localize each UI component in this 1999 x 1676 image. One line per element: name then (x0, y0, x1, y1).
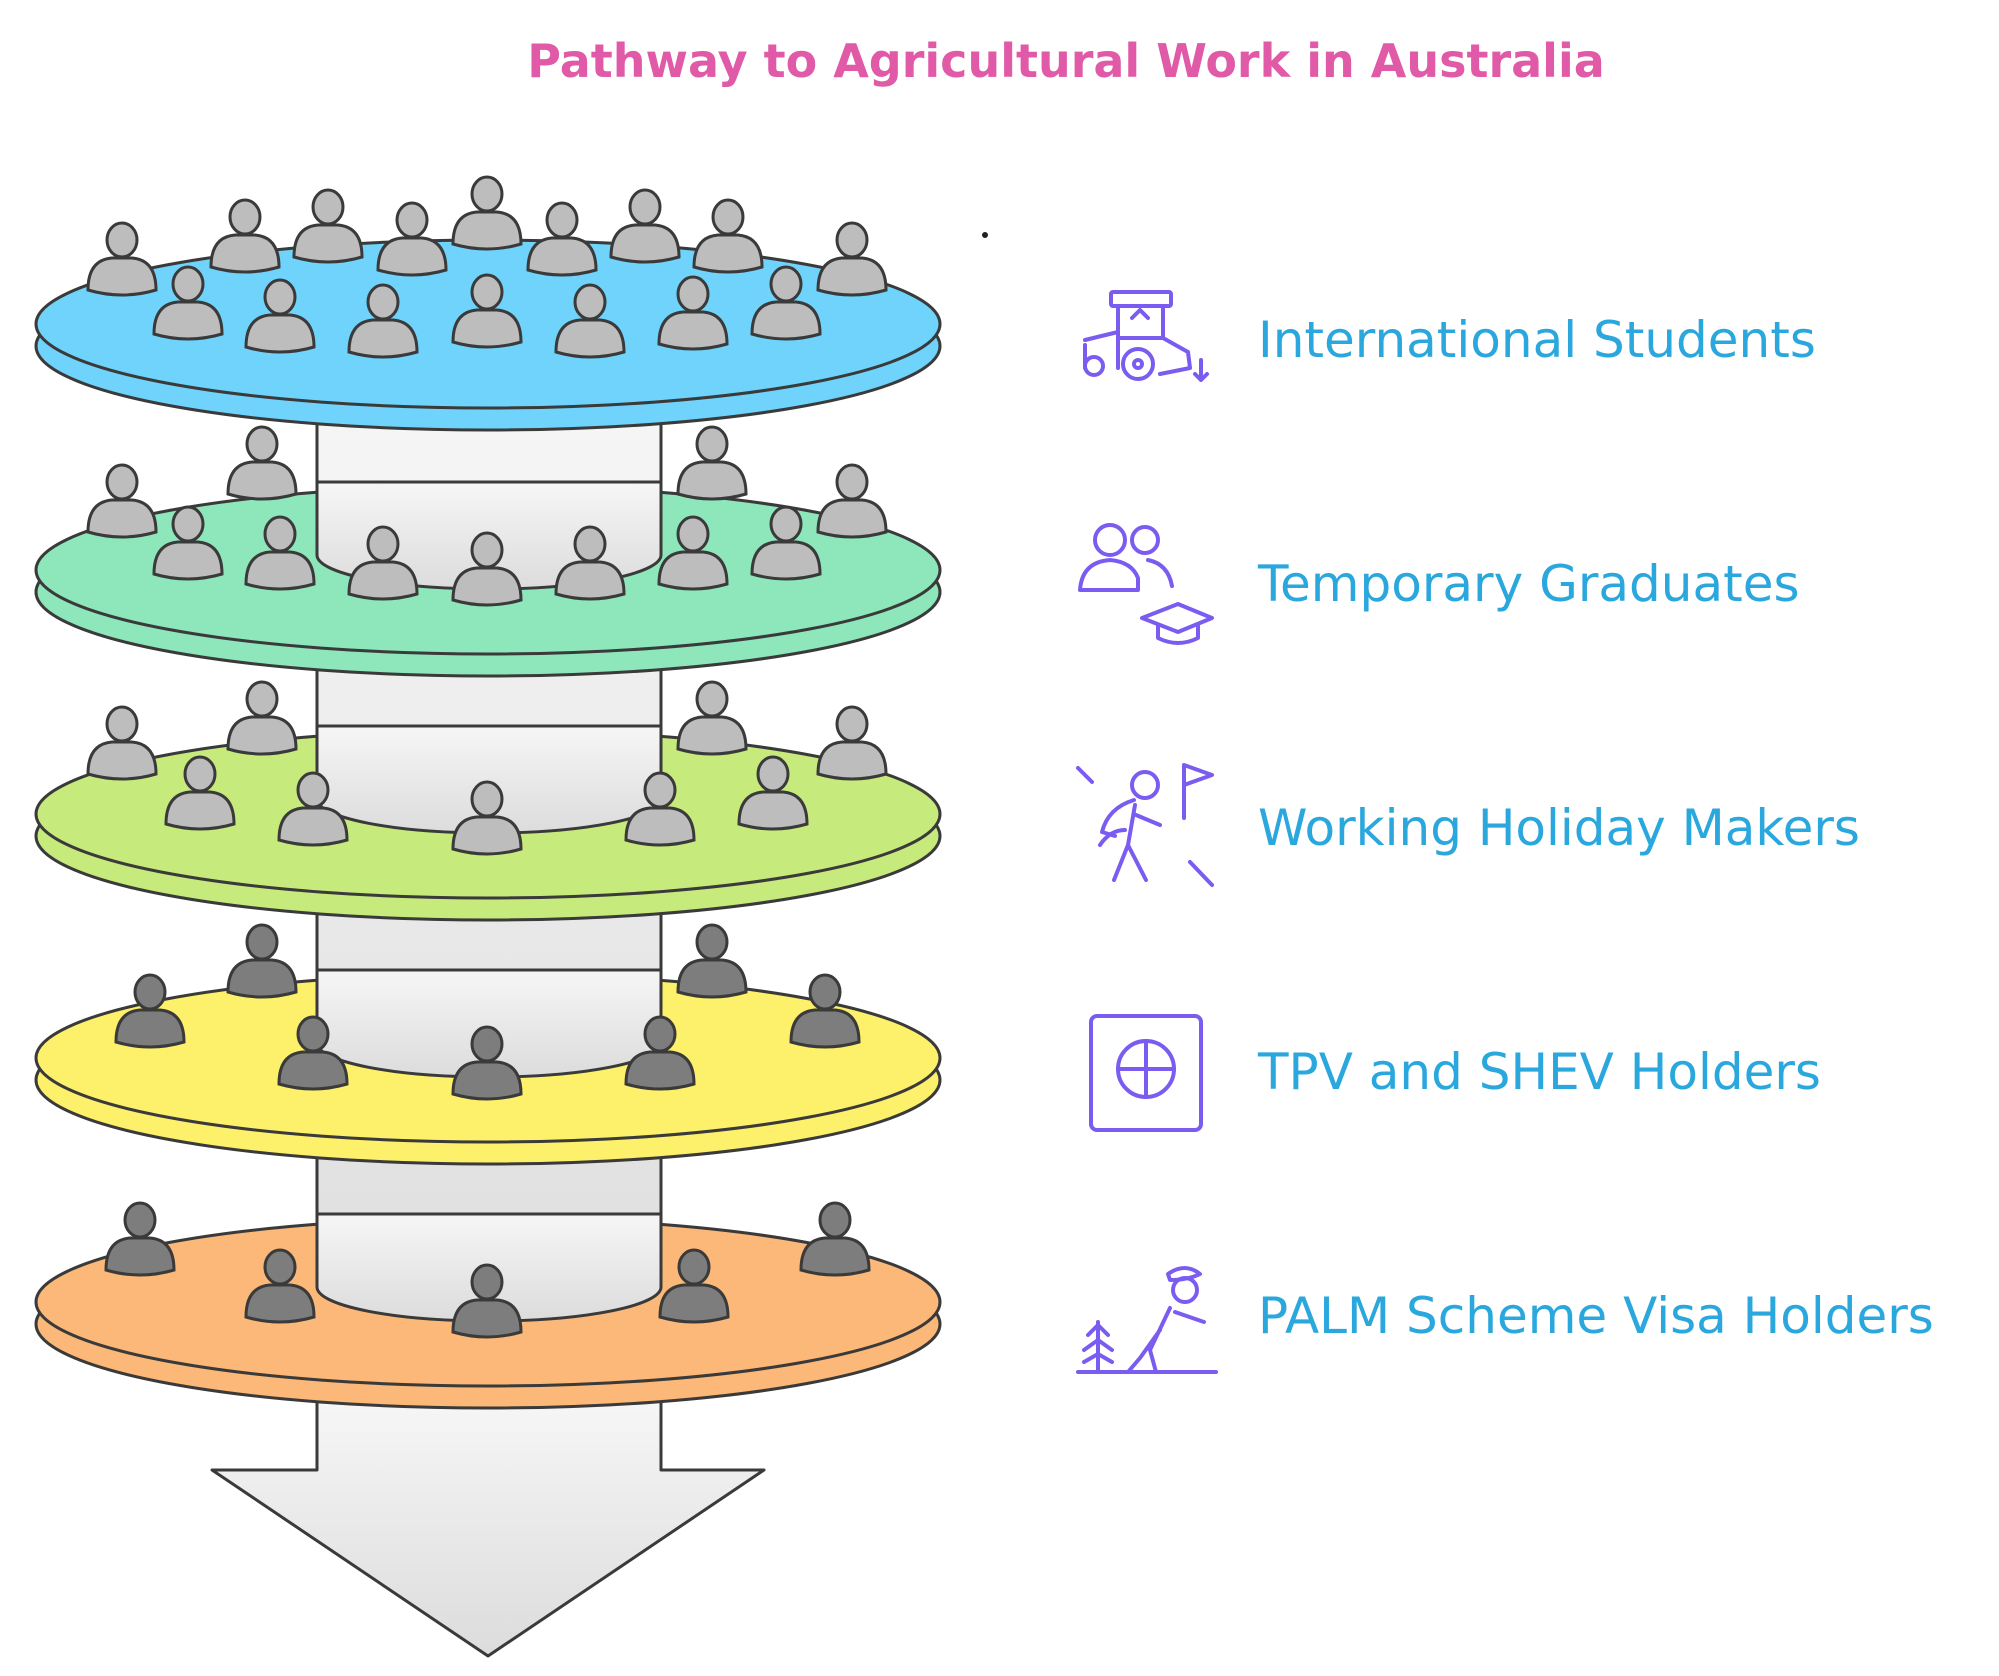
label-tpv-and-shev-holders: TPV and SHEV Holders (1257, 1043, 1821, 1101)
person-icon (676, 425, 748, 501)
person-icon (152, 505, 224, 581)
person-icon (292, 188, 364, 264)
person-icon (750, 505, 822, 581)
person-icon (277, 771, 349, 847)
person-icon (816, 705, 888, 781)
person-icon (226, 425, 298, 501)
person-icon (209, 198, 281, 274)
person-icon (676, 680, 748, 756)
person-icon (226, 923, 298, 999)
diagram-title: Pathway to Agricultural Work in Australi… (527, 34, 1605, 88)
person-icon (737, 755, 809, 831)
person-icon (451, 175, 523, 251)
person-icon (244, 515, 316, 591)
person-icon (816, 463, 888, 539)
person-icon (676, 923, 748, 999)
tier-disc-working-holiday-makers (34, 680, 942, 922)
person-icon (609, 188, 681, 264)
person-icon (152, 265, 224, 341)
person-icon (347, 283, 419, 359)
downward-arrow-icon (210, 1398, 766, 1658)
person-icon (277, 1015, 349, 1091)
farmer-icon (1076, 1266, 1218, 1374)
person-icon (86, 221, 158, 297)
label-palm-scheme-visa-holders: PALM Scheme Visa Holders (1258, 1287, 1934, 1345)
graduates-icon (1078, 523, 1214, 645)
person-icon (657, 515, 729, 591)
person-icon (624, 1015, 696, 1091)
person-icon (451, 1263, 523, 1339)
label-working-holiday-makers: Working Holiday Makers (1258, 799, 1860, 857)
person-icon (86, 705, 158, 781)
person-icon (244, 278, 316, 354)
person-icon (624, 771, 696, 847)
label-international-students: International Students (1258, 311, 1816, 369)
person-icon (226, 680, 298, 756)
tier-disc-palm-scheme-visa-holders (34, 1201, 942, 1410)
tier-disc-tpv-and-shev-holders (34, 923, 942, 1166)
person-icon (376, 201, 448, 277)
person-icon (451, 780, 523, 856)
person-icon (104, 1201, 176, 1277)
person-icon (750, 265, 822, 341)
person-icon (799, 1201, 871, 1277)
person-icon (658, 1248, 730, 1324)
person-icon (554, 283, 626, 359)
person-icon (789, 973, 861, 1049)
tractor-icon (1083, 290, 1209, 382)
hiker-icon (1076, 763, 1214, 887)
person-icon (657, 275, 729, 351)
person-icon (451, 273, 523, 349)
person-icon (451, 1025, 523, 1101)
label-temporary-graduates: Temporary Graduates (1257, 555, 1800, 613)
person-icon (526, 201, 598, 277)
person-icon (86, 463, 158, 539)
tier-disc-international-students (34, 175, 942, 432)
person-icon (554, 525, 626, 601)
person-icon (114, 973, 186, 1049)
person-icon (451, 531, 523, 607)
person-icon (347, 525, 419, 601)
person-icon (692, 198, 764, 274)
person-icon (164, 755, 236, 831)
person-icon (816, 221, 888, 297)
tier-disc-temporary-graduates (34, 425, 942, 678)
person-icon (244, 1248, 316, 1324)
stray-dot (982, 232, 988, 238)
passport-icon (1089, 1014, 1203, 1132)
